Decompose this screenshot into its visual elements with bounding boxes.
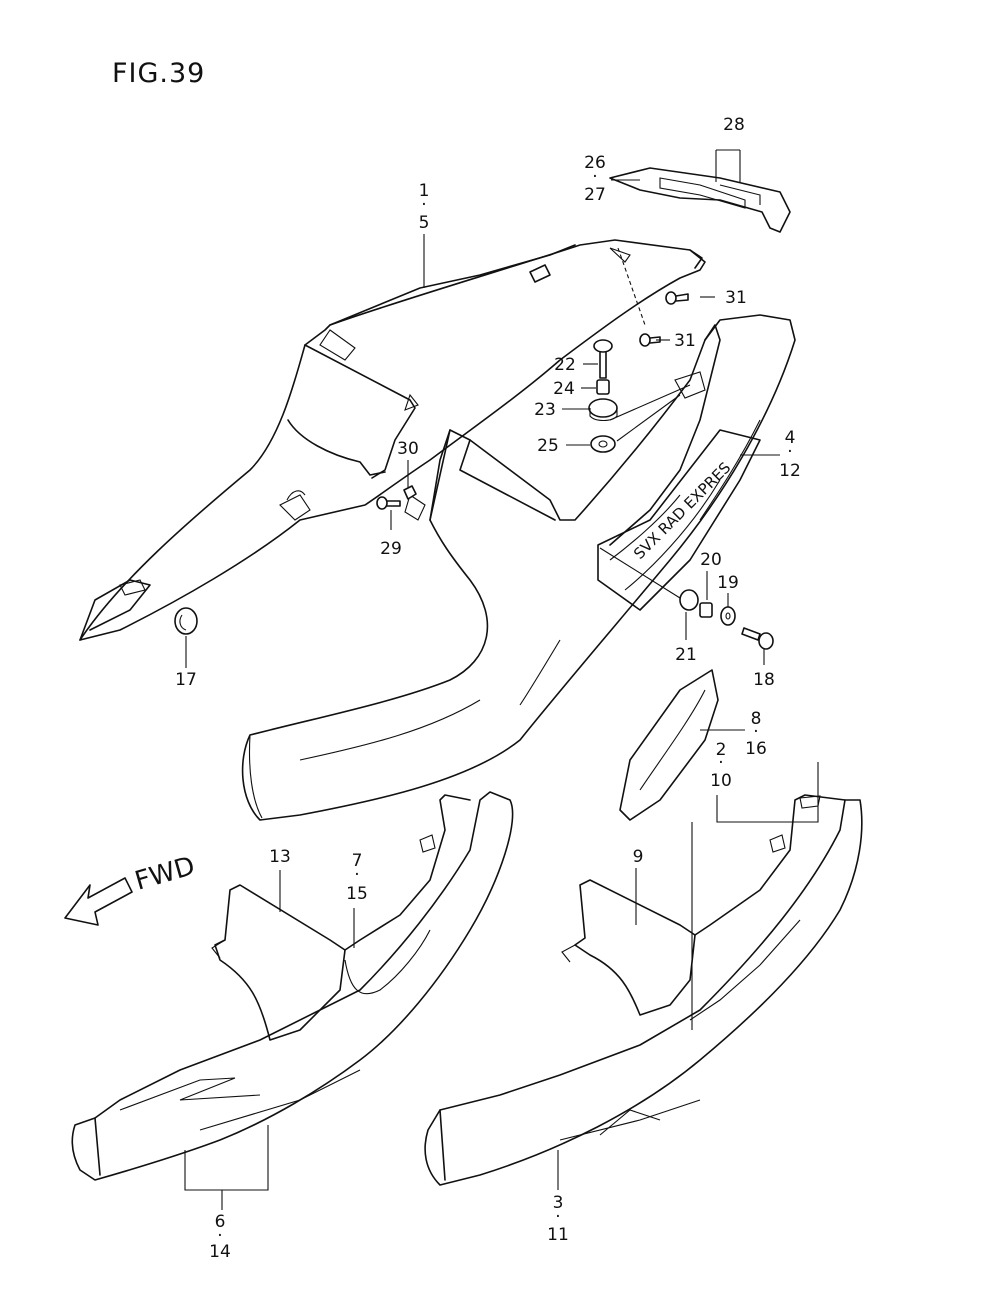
svg-text:·: ·: [592, 167, 597, 187]
callout-17: 17: [175, 670, 197, 690]
svg-text:27: 27: [584, 185, 606, 205]
callout-labels: 1 · 5 26 · 27 28 31 31 22 24 23 25 4 · 1…: [175, 115, 801, 1262]
callout-26-27: 26 · 27: [584, 153, 606, 205]
svg-text:·: ·: [555, 1207, 560, 1227]
callout-4-12: 4 · 12: [779, 428, 801, 481]
svg-text:26: 26: [584, 153, 606, 173]
forward-direction-indicator: FWD: [64, 851, 199, 926]
left-side-cover-drawing: [71, 791, 514, 1181]
callout-13: 13: [269, 847, 291, 867]
callout-19: 19: [717, 573, 739, 593]
svg-text:7: 7: [352, 851, 363, 871]
callout-31a: 31: [725, 288, 747, 308]
svg-text:·: ·: [787, 442, 792, 462]
figure-title: FIG.39: [112, 58, 206, 89]
callout-2-10: 2 · 10: [710, 740, 732, 791]
decal-emblem-drawing: [619, 669, 719, 821]
svg-text:16: 16: [745, 739, 767, 759]
callout-3-11: 3 · 11: [547, 1193, 569, 1245]
callout-30: 30: [397, 439, 419, 459]
svg-text:·: ·: [217, 1226, 222, 1246]
callout-24: 24: [553, 379, 575, 399]
svg-text:14: 14: [209, 1242, 231, 1262]
svg-text:8: 8: [751, 709, 762, 729]
seat-tail-cowl-drawing: [79, 239, 706, 641]
fwd-label: FWD: [132, 851, 199, 897]
svg-text:1: 1: [419, 181, 430, 201]
callout-18: 18: [753, 670, 775, 690]
svg-text:2: 2: [716, 740, 727, 760]
svg-text:·: ·: [421, 195, 426, 215]
callout-20: 20: [700, 550, 722, 570]
callout-29: 29: [380, 539, 402, 559]
svg-text:·: ·: [354, 865, 359, 885]
callout-22: 22: [554, 355, 576, 375]
rear-cap-drawing: [609, 167, 791, 233]
svg-text:15: 15: [346, 884, 368, 904]
svg-text:12: 12: [779, 461, 801, 481]
callout-9: 9: [633, 847, 644, 867]
callout-31b: 31: [674, 331, 696, 351]
callout-1-5: 1 · 5: [419, 181, 430, 233]
svg-text:10: 10: [710, 771, 732, 791]
callout-23: 23: [534, 400, 556, 420]
svg-text:SVX RAD EXPRES: SVX RAD EXPRES: [630, 459, 734, 563]
callout-28: 28: [723, 115, 745, 135]
callout-21: 21: [675, 645, 697, 665]
svg-text:6: 6: [215, 1212, 226, 1232]
callout-6-14: 6 · 14: [209, 1212, 231, 1262]
svg-text:11: 11: [547, 1225, 569, 1245]
svg-text:3: 3: [553, 1193, 564, 1213]
right-side-cover-drawing: [424, 794, 863, 1186]
callout-7-15: 7 · 15: [346, 851, 368, 904]
svg-text:4: 4: [785, 428, 796, 448]
callout-8-16: 8 · 16: [745, 709, 767, 759]
svg-text:·: ·: [718, 753, 723, 773]
tail-frame-drawing: [241, 314, 796, 821]
leader-lines: [184, 149, 819, 1210]
svg-text:5: 5: [419, 213, 430, 233]
callout-25: 25: [537, 436, 559, 456]
svg-text:·: ·: [753, 722, 758, 742]
